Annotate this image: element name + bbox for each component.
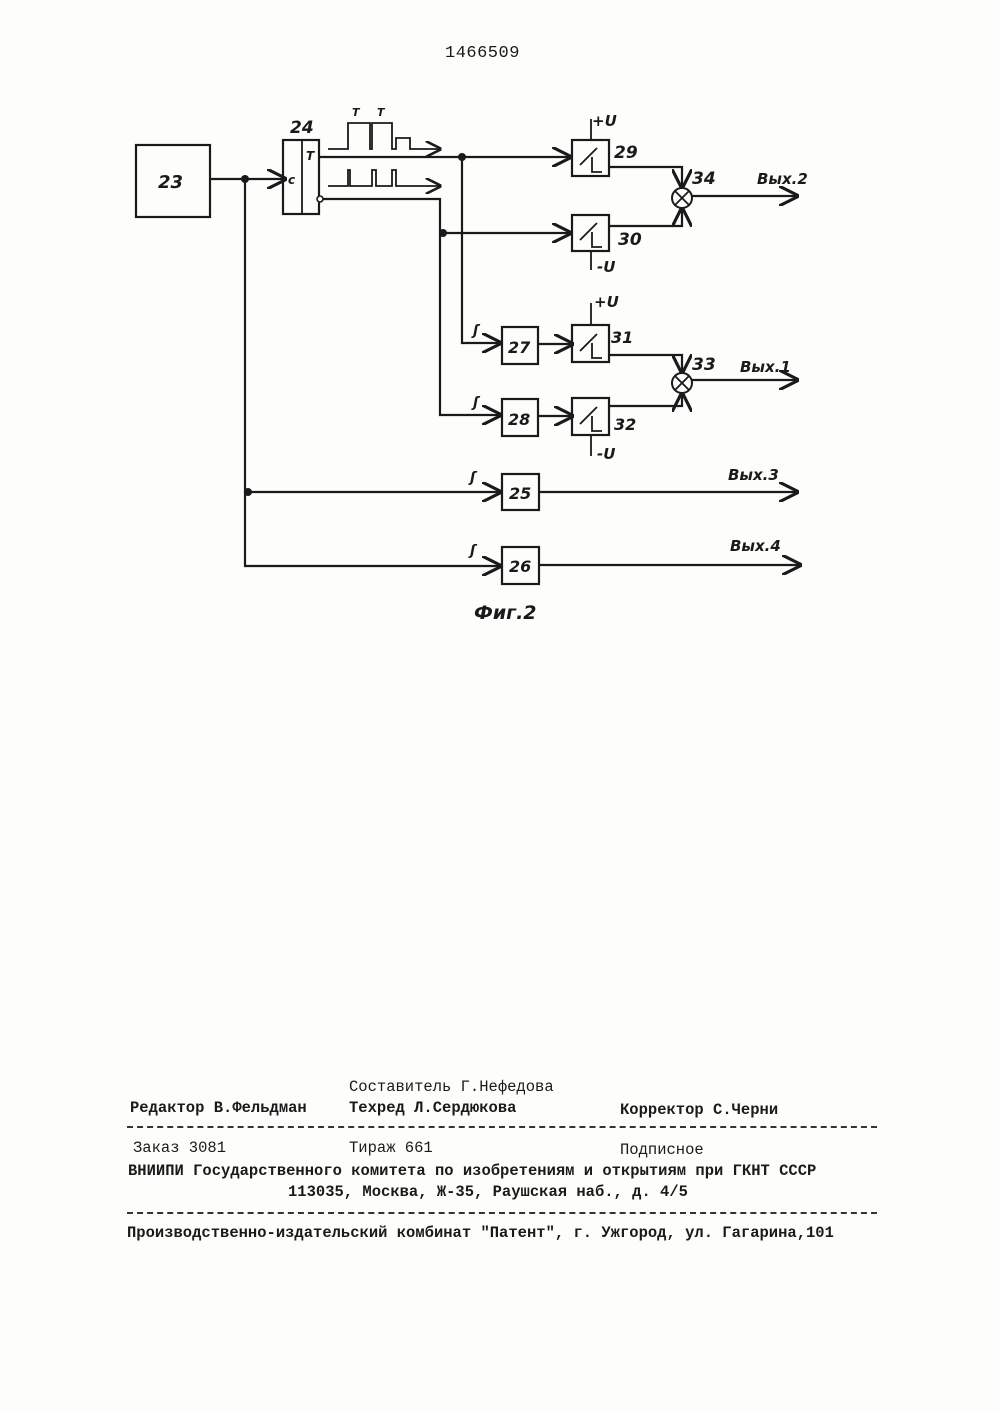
block-24-label: 24 (290, 118, 314, 138)
svg-text:ʃ: ʃ (468, 470, 478, 486)
switch-32 (572, 398, 609, 435)
switch-31 (572, 325, 609, 362)
subscription: Подписное (620, 1141, 704, 1159)
circuit-diagram: 23 24 c T T T +U 29 -U 30 34 Вых.2 ʃ 27 (0, 0, 1000, 660)
pin-c: c (288, 173, 295, 187)
output-1-label: Вых.1 (740, 358, 791, 376)
adder-34-label: 34 (692, 169, 716, 189)
switch-29 (572, 140, 609, 176)
figure-caption: Фиг.2 (474, 602, 537, 624)
editor: Редактор В.Фельдман (130, 1099, 307, 1117)
divider (127, 1126, 877, 1128)
svg-text:ʃ: ʃ (471, 323, 481, 339)
composer: Составитель Г.Нефедова (349, 1078, 554, 1096)
block-26-label: 26 (509, 557, 531, 576)
address: 113035, Москва, Ж-35, Раушская наб., д. … (288, 1183, 688, 1201)
switch-30 (572, 215, 609, 251)
wire-to-28 (323, 199, 500, 415)
switch-32-label: 32 (614, 415, 636, 434)
techred: Техред Л.Сердюкова (349, 1099, 516, 1117)
pulse-t1: T (352, 106, 361, 119)
svg-text:ʃ: ʃ (471, 395, 481, 411)
organization: ВНИИПИ Государственного комитета по изоб… (128, 1162, 816, 1180)
pulse-diagram-1 (328, 123, 440, 149)
circulation: Тираж 661 (349, 1139, 433, 1157)
svg-text:ʃ: ʃ (468, 543, 478, 559)
supply-minus-u-32: -U (597, 445, 615, 463)
pin-t: T (306, 149, 315, 163)
block-28-label: 28 (508, 410, 530, 429)
supply-plus-u-31: +U (594, 293, 619, 311)
pulse-t2: T (377, 106, 386, 119)
wire-to-27 (462, 157, 500, 343)
block-23-label: 23 (158, 172, 183, 193)
pulse-diagram-2 (328, 170, 440, 186)
publisher: Производственно-издательский комбинат "П… (127, 1224, 834, 1242)
switch-30-label: 30 (618, 230, 642, 250)
output-3-label: Вых.3 (728, 466, 779, 484)
block-25-label: 25 (509, 484, 531, 503)
switch-29-label: 29 (614, 143, 638, 163)
block-27-label: 27 (508, 338, 531, 357)
output-4-label: Вых.4 (730, 537, 781, 555)
output-2-label: Вых.2 (757, 170, 808, 188)
divider (127, 1212, 877, 1214)
supply-plus-u-29: +U (592, 112, 617, 130)
supply-minus-u-30: -U (597, 258, 615, 276)
adder-33-label: 33 (692, 355, 716, 375)
corrector: Корректор С.Черни (620, 1101, 778, 1119)
switch-31-label: 31 (611, 328, 633, 347)
order: Заказ 3081 (133, 1139, 226, 1157)
